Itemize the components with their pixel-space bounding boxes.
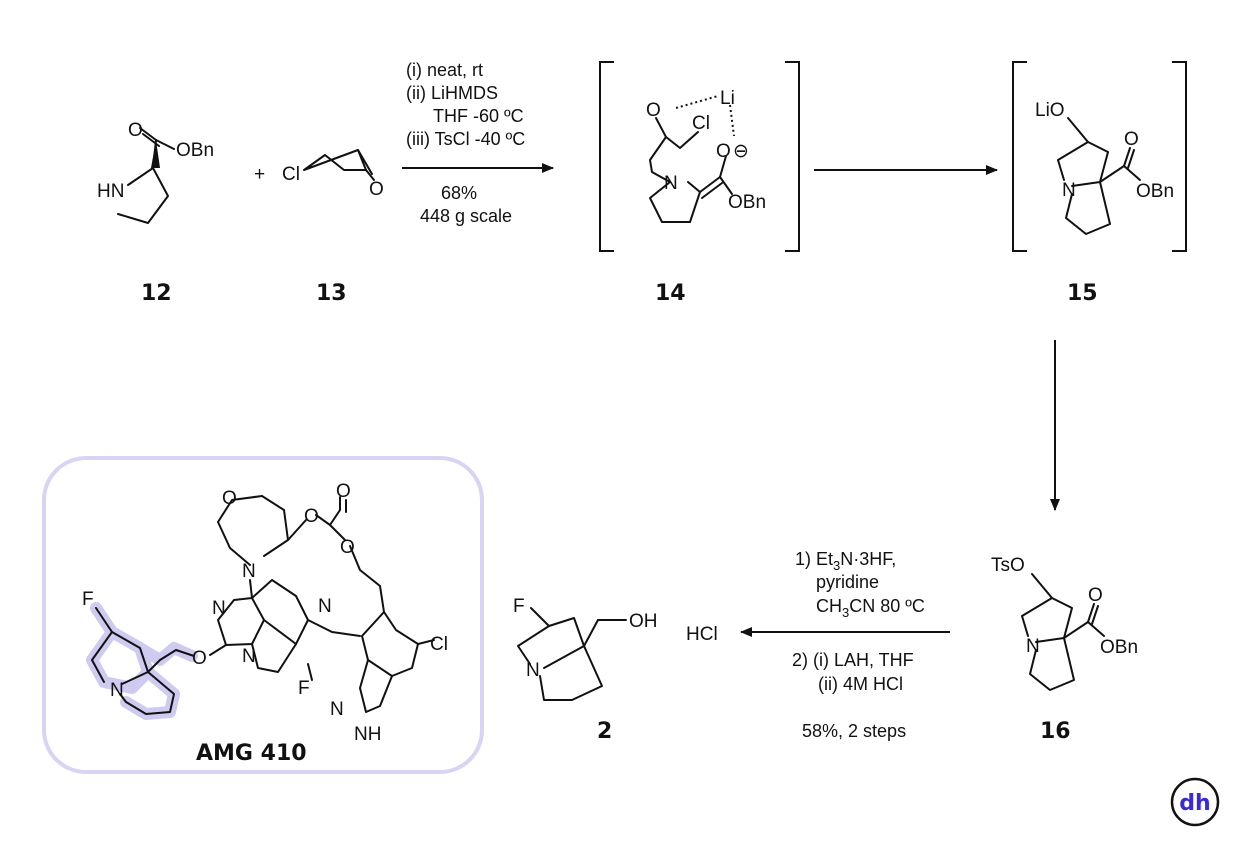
salt-label: HCl	[686, 624, 718, 645]
compound-label-12: 12	[141, 281, 172, 306]
atom-label: N	[318, 596, 332, 617]
highlight-box	[42, 456, 484, 774]
atom-label: OBn	[1136, 181, 1174, 202]
atom-label: Li	[720, 88, 735, 109]
atom-label: NH	[354, 724, 381, 745]
atom-label: LiO	[1035, 100, 1065, 121]
wedge-bond	[151, 140, 160, 168]
condition-text: (ii) LiHMDS	[406, 83, 498, 103]
atom-label: O	[340, 537, 355, 558]
atom-label: N	[1026, 636, 1040, 657]
atom-label: HN	[97, 181, 124, 202]
compound-14: O Li Cl O ⊖ N OBn 14	[599, 61, 800, 306]
atom-label: N	[526, 660, 540, 681]
negative-charge: ⊖	[733, 141, 749, 162]
atom-label: O	[1124, 129, 1139, 150]
compound-15: LiO O N OBn 15	[1012, 61, 1187, 306]
atom-label: Cl	[430, 634, 448, 655]
compound-label-2: 2	[597, 719, 612, 744]
bracket-left	[599, 61, 614, 252]
scale-text: 448 g scale	[420, 206, 512, 226]
compound-label-amg410: AMG 410	[196, 741, 307, 766]
condition-text: (iii) TsCl -40 ºC	[406, 129, 525, 149]
amg410-panel: O N O O O N N N F Cl O N F N NH AMG 410	[42, 456, 484, 774]
atom-label: O	[336, 481, 351, 502]
atom-label: N	[1062, 180, 1076, 201]
condition-text: 2) (i) LAH, THF	[792, 650, 914, 670]
atom-label: O	[192, 648, 207, 669]
logo-text: dh	[1179, 791, 1210, 816]
yield-text: 58%, 2 steps	[802, 721, 906, 741]
condition-text: CH3CN 80 ºC	[816, 596, 925, 620]
bracket-right	[1172, 61, 1187, 252]
atom-label: O	[304, 506, 319, 527]
compound-label-13: 13	[316, 281, 347, 306]
atom-label: N	[110, 680, 124, 701]
atom-label: Cl	[282, 164, 300, 185]
atom-label: N	[212, 598, 226, 619]
compound-label-15: 15	[1067, 281, 1098, 306]
step-final: 1) Et3N·3HF, pyridine CH3CN 80 ºC 2) (i)…	[740, 549, 950, 741]
condition-text: (i) neat, rt	[406, 60, 483, 80]
compound-12: O OBn HN 12	[97, 120, 214, 306]
atom-label: O	[128, 120, 143, 141]
atom-label: OBn	[176, 140, 214, 161]
logo-circle	[1170, 777, 1220, 827]
atom-label: TsO	[991, 555, 1025, 576]
yield-text: 68%	[441, 183, 477, 203]
atom-label: F	[82, 589, 94, 610]
step-1: (i) neat, rt (ii) LiHMDS THF -60 ºC (iii…	[402, 60, 554, 226]
condition-text: (ii) 4M HCl	[818, 674, 903, 694]
condition-text: 1) Et3N·3HF,	[795, 549, 896, 573]
atom-label: N	[330, 699, 344, 720]
compound-16: TsO O N OBn 16	[991, 555, 1138, 744]
plus-sign: +	[254, 164, 265, 185]
compound-label-14: 14	[655, 281, 686, 306]
atom-label: O	[1088, 585, 1103, 606]
compound-label-16: 16	[1040, 719, 1071, 744]
atom-label: N	[242, 646, 256, 667]
atom-label: F	[513, 596, 525, 617]
atom-label: O	[222, 488, 237, 509]
bracket-left	[1012, 61, 1027, 252]
atom-label: OBn	[1100, 637, 1138, 658]
atom-label: O	[369, 179, 384, 200]
condition-text: pyridine	[816, 572, 879, 592]
atom-label: O	[646, 100, 661, 121]
bracket-right	[785, 61, 800, 252]
atom-label: OBn	[728, 192, 766, 213]
atom-label: N	[242, 561, 256, 582]
condition-text: THF -60 ºC	[433, 106, 524, 126]
brand-logo: dh	[1170, 777, 1220, 827]
compound-13: Cl O 13	[282, 149, 384, 306]
atom-label: Cl	[692, 113, 710, 134]
compound-2: F OH N HCl 2	[513, 596, 718, 744]
atom-label: OH	[629, 611, 658, 632]
atom-label: O	[716, 141, 731, 162]
atom-label: N	[664, 173, 678, 194]
atom-label: F	[298, 678, 310, 699]
